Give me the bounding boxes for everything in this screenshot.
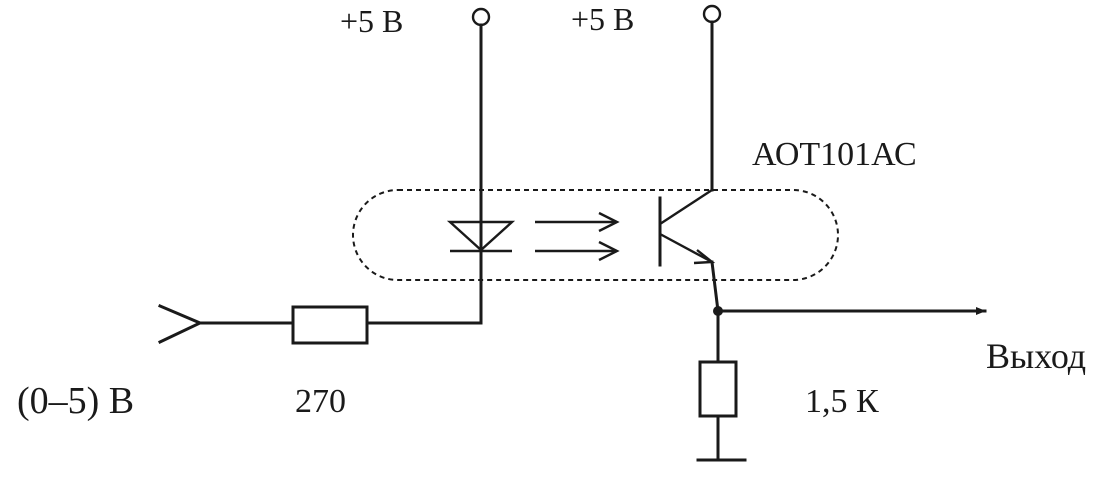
output-label: Выход [986,336,1087,376]
input-connector-symbol [158,304,204,344]
load-resistor-value: 1,5 К [805,383,879,420]
input-resistor-value: 270 [295,383,346,420]
optocoupler-package-outline [352,189,839,281]
wire-emitter-to-node [710,260,720,313]
load-resistor [698,360,738,418]
light-arrow-lower-head [598,240,620,262]
vcc-terminal-led [471,7,491,27]
light-arrow-upper-head [598,211,620,233]
input-range-label: (0–5) В [17,380,135,422]
vcc-label-led: +5 В [340,3,404,39]
vcc-label-transistor: +5 В [571,1,635,37]
led-symbol [446,220,516,252]
input-resistor [291,305,369,345]
vcc-terminal-transistor [702,4,722,24]
part-number-label: АОТ101АС [752,136,917,173]
transistor-collector-lead [659,188,713,226]
transistor-emitter-lead [659,232,713,264]
